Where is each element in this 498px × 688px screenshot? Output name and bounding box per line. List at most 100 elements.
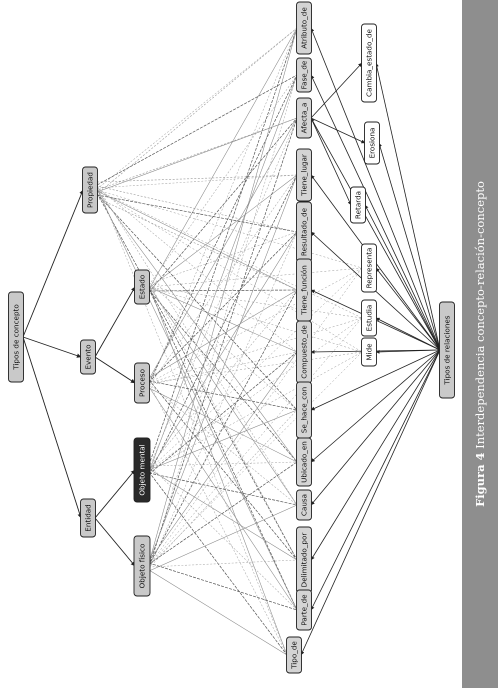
node-label: Estado [138,275,147,299]
node-box [296,489,312,521]
node-estado: Estado [134,269,150,305]
edge-objeto_fisico-causa [148,504,298,572]
node-box [133,437,151,503]
edge-tipos_concepto-entidad [22,336,82,519]
edge-propiedad-afecta_a [96,117,298,193]
edge-objeto_fisico-compuesto_de [148,351,298,562]
edge-propiedad-tiene_funcion [96,190,298,291]
edge-estado-estudia [148,286,363,319]
node-label: Tipos de concepto [12,304,21,370]
edge-tiene_lugar-propiedad [96,174,298,183]
node-afecta-a: Afecta_a [296,97,312,139]
edge-estado-ubicado_en [148,289,298,463]
edge-afecta_a-propiedad [96,117,298,191]
node-ubicado-en: Ubicado_en [296,437,312,487]
edge-tipos_relaciones-causa [310,349,441,506]
edge-atributo_de-propiedad [96,27,298,195]
node-box [439,301,455,399]
edge-objeto_fisico-delimitado_por [148,559,298,568]
node-atributo-de: Atributo_de [296,1,312,55]
edge-tipos_relaciones-afecta_a [310,117,441,351]
edge-objeto_mental-afecta_a [148,117,298,469]
edge-objeto_fisico-resultado_de [148,231,298,570]
edge-afecta_a-retarda [310,117,352,206]
edge-propiedad-ubicado_en [96,189,298,463]
edge-objeto_fisico-fase_de [148,74,298,571]
edge-proceso-causa [148,383,298,506]
edge-propiedad-delimitado_por [96,192,298,561]
edge-objeto_fisico-tiene_lugar [148,174,298,563]
edge-tipos_relaciones-delimitado_por [310,349,441,561]
edge-objeto_fisico-tiene_funcion [148,289,298,566]
node-box [80,339,96,375]
edge-tipos_concepto-propiedad [22,189,84,338]
node-box [296,97,312,139]
node-box [82,166,98,214]
edge-proceso-tiene_lugar [148,174,298,387]
node-label: Objeto mental [138,444,147,495]
edge-tipos_relaciones-retarda [364,204,441,351]
edge-tipos_relaciones-parte_de [310,349,441,611]
edge-evento-estado [94,286,136,358]
edge-objeto_mental-tiene_funcion [148,289,298,468]
node-label: Retarda [354,191,363,219]
edge-proceso-atributo_de [148,27,298,388]
node-label: Afecta_a [300,103,309,134]
edge-proceso-fase_de [148,74,298,384]
edge-objeto_mental-atributo_de [148,27,298,466]
edge-estado-tiene_funcion [148,289,298,292]
edge-proceso-estudia [148,317,363,384]
node-erosiona: Erosiona [364,121,380,165]
node-label: Tiene_función [300,265,309,316]
edge-propiedad-tipo_de [96,184,288,656]
node-box [80,498,96,538]
edge-tipos_relaciones-cambia_estado_de [374,62,441,351]
node-label: Causa [300,494,309,516]
node-fase-de: Fase_de [296,57,312,93]
node-label: Tipo_de [290,641,299,670]
node-label: Proceso [138,369,147,397]
node-box [361,243,377,293]
node-box [296,437,312,487]
dependency-edges [96,27,363,656]
node-tipos-relaciones: Tipos de relaciones [439,301,455,399]
node-evento: Evento [80,339,96,375]
edge-objeto_mental-representa [148,267,363,471]
edge-proceso-parte_de [148,386,298,611]
edge-estado-afecta_a [148,117,298,293]
node-box [133,535,151,597]
edge-propiedad-compuesto_de [96,186,298,353]
edge-objeto_fisico-mide [148,351,363,567]
caption-text: Interdependencia concepto-relación-conce… [473,181,487,449]
node-box [361,337,377,367]
edge-propiedad-estudia [96,189,363,319]
node-tiene-funcion: Tiene_función [296,258,312,322]
edge-objeto_mental-ubicado_en [148,461,298,467]
edge-propiedad-resultado_de [96,194,298,233]
edge-tipos_relaciones-se_hace_con [310,349,441,411]
node-tiene-lugar: Tiene_lugar [296,148,312,202]
edge-proceso-resultado_de [148,231,298,383]
node-estudia: Estudia [361,299,377,337]
node-box [134,269,150,305]
node-se-hace-con: Se_hace_con [296,381,312,439]
edge-estado-fase_de [148,74,298,286]
edge-tiene_funcion-propiedad [96,197,298,291]
node-label: Erosiona [368,128,377,159]
edge-objeto_fisico-afecta_a [148,117,298,567]
edge-objeto_fisico-atributo_de [148,27,298,564]
node-tipos-concepto: Tipos de concepto [8,291,24,383]
edge-tipos_concepto-evento [22,336,82,358]
node-propiedad: Propiedad [82,166,98,214]
edge-proceso-representa [148,267,363,384]
edge-objeto_mental-compuesto_de [148,351,298,475]
edge-propiedad-se_hace_con [96,193,298,411]
edge-propiedad-causa [96,185,298,506]
edge-estado-resultado_de [148,231,298,285]
node-cambia-estado-de: Cambia_estado_de [361,23,377,103]
node-box [296,1,312,55]
edge-objeto_mental-delimitado_por [148,468,298,561]
node-label: Estudia [365,305,374,332]
edge-tipos_relaciones-fase_de [310,74,441,351]
